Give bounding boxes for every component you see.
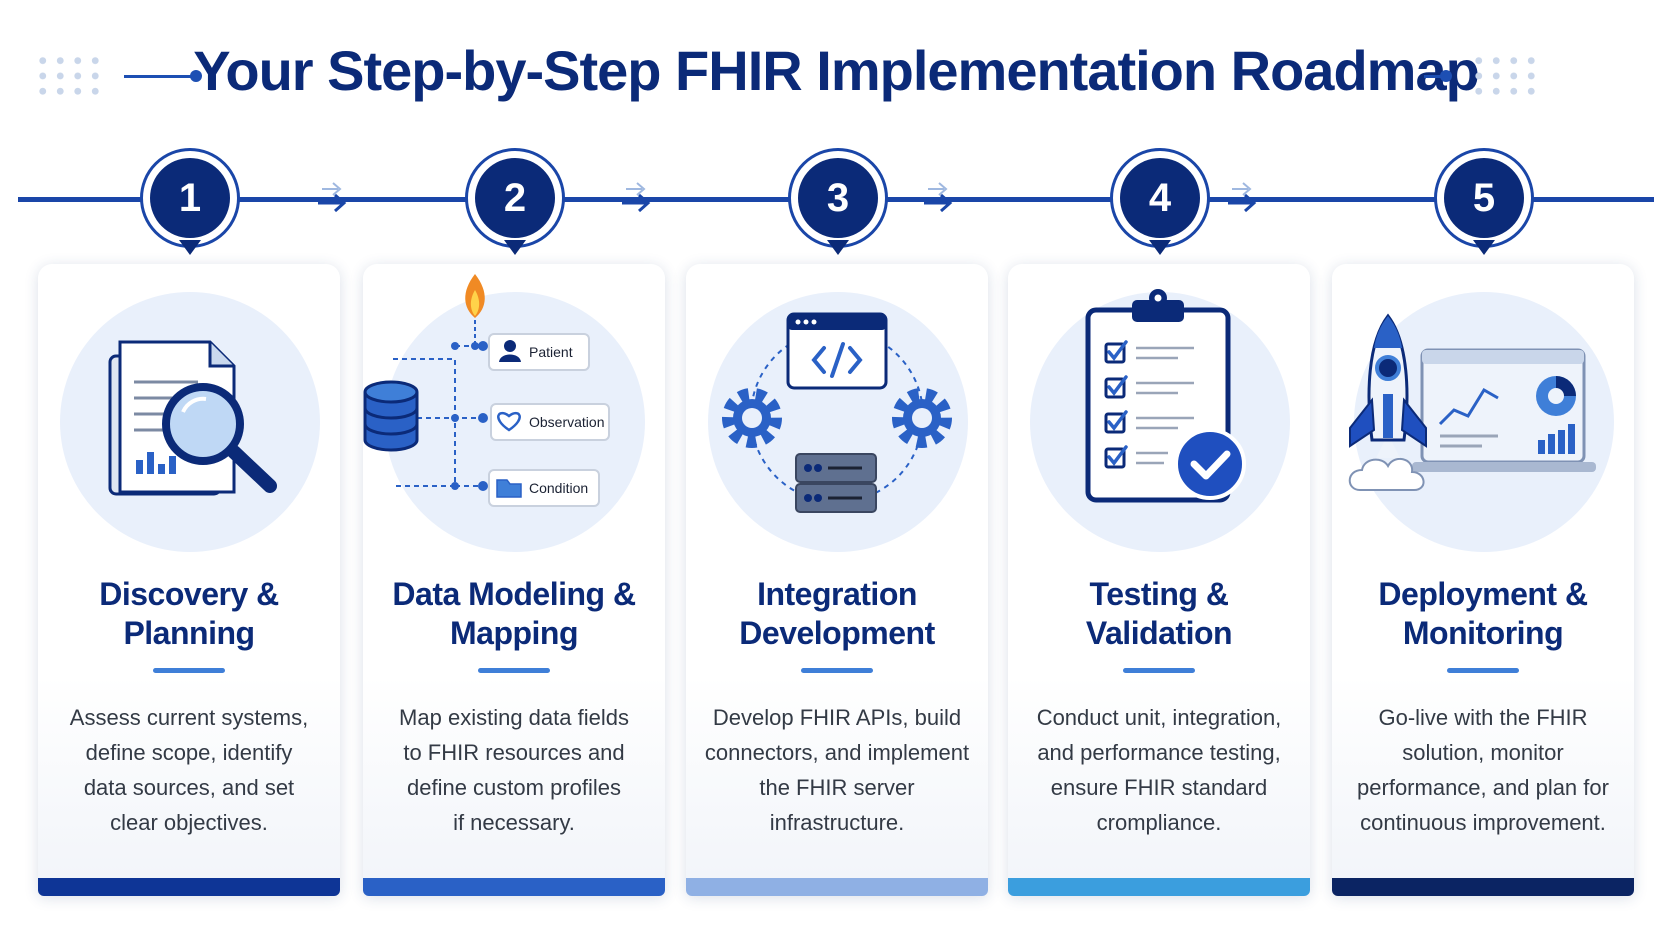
desc-line: define custom profiles bbox=[407, 775, 621, 800]
card-title-line: Integration bbox=[757, 576, 917, 612]
step-4-badge: 4 bbox=[1110, 148, 1210, 256]
desc-line: ensure FHIR standard bbox=[1050, 775, 1268, 800]
card-title-line: Data Modeling & bbox=[392, 576, 636, 612]
step-card-testing: Testing & Validation Conduct unit, integ… bbox=[1008, 264, 1310, 896]
card-accent-bar bbox=[38, 878, 340, 896]
title-underline bbox=[801, 668, 873, 673]
card-accent-bar bbox=[1332, 878, 1634, 896]
code-gears-server-icon bbox=[722, 312, 952, 513]
card-description: Conduct unit, integration, and performan… bbox=[1026, 700, 1292, 840]
card-description: Develop FHIR APIs, build connectors, and… bbox=[704, 700, 970, 840]
title-underline bbox=[478, 668, 550, 673]
document-magnifier-icon bbox=[108, 340, 277, 496]
card-accent-bar bbox=[686, 878, 988, 896]
desc-line: if necessary. bbox=[453, 810, 575, 835]
step-5-badge: 5 bbox=[1434, 148, 1534, 256]
timeline-arrow-3 bbox=[924, 182, 953, 213]
card-background bbox=[1332, 676, 1634, 896]
resource-label-observation: Observation bbox=[529, 414, 604, 430]
title-underline bbox=[1447, 668, 1519, 673]
badge-pointer bbox=[1473, 240, 1495, 255]
desc-line: crompliance. bbox=[1096, 810, 1222, 835]
rocket-dashboard-icon bbox=[1348, 313, 1596, 491]
card-background bbox=[1008, 676, 1310, 896]
desc-line: Develop FHIR APIs, build bbox=[712, 705, 962, 730]
card-title-line: Mapping bbox=[449, 615, 579, 651]
card-title-line: Deployment & bbox=[1378, 576, 1588, 612]
desc-line: clear objectives. bbox=[110, 810, 268, 835]
desc-line: to FHIR resources and bbox=[403, 740, 625, 765]
timeline-arrow-1 bbox=[318, 182, 347, 213]
desc-line: performance, and plan for bbox=[1357, 775, 1609, 800]
badge-pointer bbox=[1149, 240, 1171, 255]
desc-line: define scope, identify bbox=[85, 740, 293, 765]
desc-line: data sources, and set bbox=[83, 775, 295, 800]
card-title: Testing & Validation bbox=[1018, 575, 1300, 653]
card-title: Integration Development bbox=[696, 575, 978, 653]
step-card-integration: Integration Development Develop FHIR API… bbox=[686, 264, 988, 896]
card-background bbox=[686, 676, 988, 896]
step-number: 3 bbox=[798, 158, 878, 238]
card-title: Discovery & Planning bbox=[48, 575, 330, 653]
desc-line: Assess current systems, bbox=[69, 705, 309, 730]
card-title-line: Development bbox=[739, 615, 935, 651]
card-title: Deployment & Monitoring bbox=[1342, 575, 1624, 653]
desc-line: and performance testing, bbox=[1037, 740, 1281, 765]
title-underline bbox=[1123, 668, 1195, 673]
card-title-line: Testing & bbox=[1089, 576, 1229, 612]
card-description: Go-live with the FHIR solution, monitor … bbox=[1350, 700, 1616, 840]
card-title-line: Discovery & bbox=[99, 576, 279, 612]
card-background bbox=[38, 676, 340, 896]
resource-label-condition: Condition bbox=[529, 480, 588, 496]
step-card-deployment: Deployment & Monitoring Go-live with the… bbox=[1332, 264, 1634, 896]
step-2-badge: 2 bbox=[465, 148, 565, 256]
card-accent-bar bbox=[363, 878, 665, 896]
resource-label-patient: Patient bbox=[529, 344, 573, 360]
clipboard-checklist-icon bbox=[1085, 289, 1246, 503]
desc-line: connectors, and implement bbox=[704, 740, 970, 765]
title-line-right bbox=[1424, 75, 1446, 78]
card-title-line: Planning bbox=[123, 615, 255, 651]
step-number: 5 bbox=[1444, 158, 1524, 238]
step-number: 4 bbox=[1120, 158, 1200, 238]
timeline-arrow-2 bbox=[622, 182, 651, 213]
desc-line: Map existing data fields bbox=[399, 705, 629, 730]
card-title-line: Validation bbox=[1085, 615, 1233, 651]
desc-line: continuous improvement. bbox=[1360, 810, 1606, 835]
step-card-discovery: Discovery & Planning Assess current syst… bbox=[38, 264, 340, 896]
card-description: Map existing data fields to FHIR resourc… bbox=[381, 700, 647, 840]
card-background bbox=[363, 676, 665, 896]
card-accent-bar bbox=[1008, 878, 1310, 896]
database-mapping-icon: Patient Observation Condition bbox=[363, 274, 610, 507]
step-3-badge: 3 bbox=[788, 148, 888, 256]
step-1-badge: 1 bbox=[140, 148, 240, 256]
badge-pointer bbox=[504, 240, 526, 255]
page-title: Your Step-by-Step FHIR Implementation Ro… bbox=[193, 39, 1480, 102]
card-title: Data Modeling & Mapping bbox=[373, 575, 655, 653]
desc-line: the FHIR server bbox=[759, 775, 915, 800]
decorative-dots-left bbox=[34, 53, 104, 99]
step-card-data-modeling: Patient Observation Condition Data Model… bbox=[363, 264, 665, 896]
desc-line: Go-live with the FHIR bbox=[1378, 705, 1588, 730]
title-underline bbox=[153, 668, 225, 673]
step-number: 2 bbox=[475, 158, 555, 238]
card-title-line: Monitoring bbox=[1402, 615, 1564, 651]
title-dot-left bbox=[190, 70, 202, 82]
timeline-arrow-4 bbox=[1228, 182, 1257, 213]
decorative-dots-right bbox=[1470, 53, 1540, 99]
title-dot-right bbox=[1440, 70, 1452, 82]
desc-line: Conduct unit, integration, bbox=[1036, 705, 1282, 730]
desc-line: solution, monitor bbox=[1402, 740, 1564, 765]
title-line-left bbox=[124, 75, 196, 78]
badge-pointer bbox=[827, 240, 849, 255]
card-description: Assess current systems, define scope, id… bbox=[56, 700, 322, 840]
desc-line: infrastructure. bbox=[769, 810, 905, 835]
badge-pointer bbox=[179, 240, 201, 255]
step-number: 1 bbox=[150, 158, 230, 238]
